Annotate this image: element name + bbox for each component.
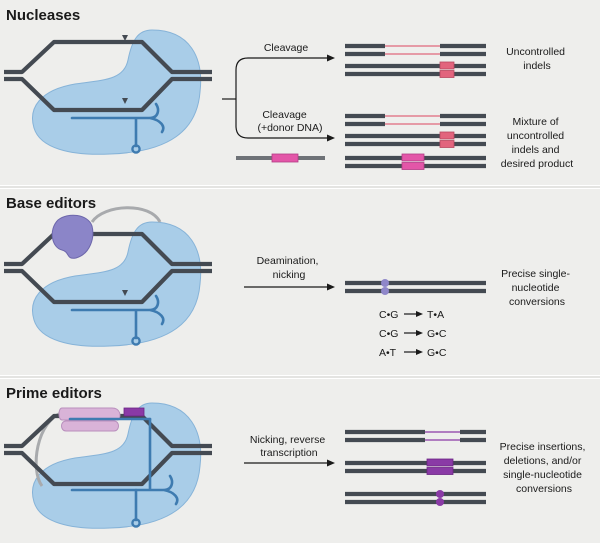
prime-editors-title: Prime editors: [6, 385, 102, 402]
outcome-dna-base-edit: [345, 279, 486, 295]
outcome-label-base-edit: Precise single- nucleotide conversions: [501, 268, 573, 308]
conversion-to: T•A: [427, 309, 444, 321]
nuclease-complex: [4, 29, 212, 155]
reverse-transcriptase: [61, 420, 119, 432]
outcome-dna-prime-edit: [345, 429, 486, 506]
prime-editor-complex: [4, 402, 212, 529]
dna-bottom-strand: [4, 268, 212, 305]
linker: [90, 206, 162, 223]
pegrna-loop: [131, 518, 141, 528]
donor-dna: [236, 153, 325, 163]
dna-top-strand: [4, 231, 212, 267]
cut-site-marker: [122, 35, 128, 41]
nick-site-marker: [122, 290, 128, 296]
base-editors-title: Base editors: [6, 195, 96, 212]
conversion-from: C•G: [379, 309, 398, 321]
dna-bottom-strand: [4, 76, 212, 113]
nucleases-title: Nucleases: [6, 7, 80, 24]
conversion-from: C•G: [379, 328, 398, 340]
guide-rna: [70, 102, 165, 148]
conversion-to: G•C: [427, 347, 447, 359]
cut-site-marker: [122, 98, 128, 104]
arrowhead: [327, 134, 335, 142]
prime-editor-arrow: [244, 459, 335, 467]
base-editor-complex: [4, 206, 212, 347]
conversion-to: G•C: [427, 328, 447, 340]
base-editor-arrow: [244, 283, 335, 291]
guide-rna-loop: [131, 144, 141, 154]
dna-top-strand: [4, 39, 212, 75]
outcome-label-mixture: Mixture of uncontrolled indels and desir…: [501, 116, 573, 170]
nuclease-step-label-donor: Cleavage (+donor DNA): [257, 109, 322, 134]
pegrna: [134, 417, 179, 522]
outcome-label-prime-edit: Precise insertions, deletions, and/or si…: [500, 441, 589, 495]
guide-rna-loop: [131, 336, 141, 346]
outcome-dna-mixture: [345, 113, 486, 170]
nuclease-step-label-cleavage: Cleavage: [264, 42, 309, 54]
deaminase-protein: [51, 214, 94, 259]
conversion-list: C•G T•A C•G G•C A•T G•C: [379, 309, 447, 359]
guide-rna: [70, 294, 165, 340]
arrowhead: [327, 54, 335, 62]
dna-bottom-strand: [4, 450, 212, 487]
pegrna-edit-template: [123, 407, 145, 417]
base-editor-step-label: Deamination, nicking: [257, 255, 322, 281]
nuclease-arrows: [222, 54, 335, 142]
conversion-from: A•T: [379, 347, 397, 359]
prime-editor-step-label: Nicking, reverse transcription: [250, 434, 328, 459]
outcome-dna-indels: [345, 43, 486, 78]
outcome-label-indels: Uncontrolled indels: [506, 46, 568, 72]
